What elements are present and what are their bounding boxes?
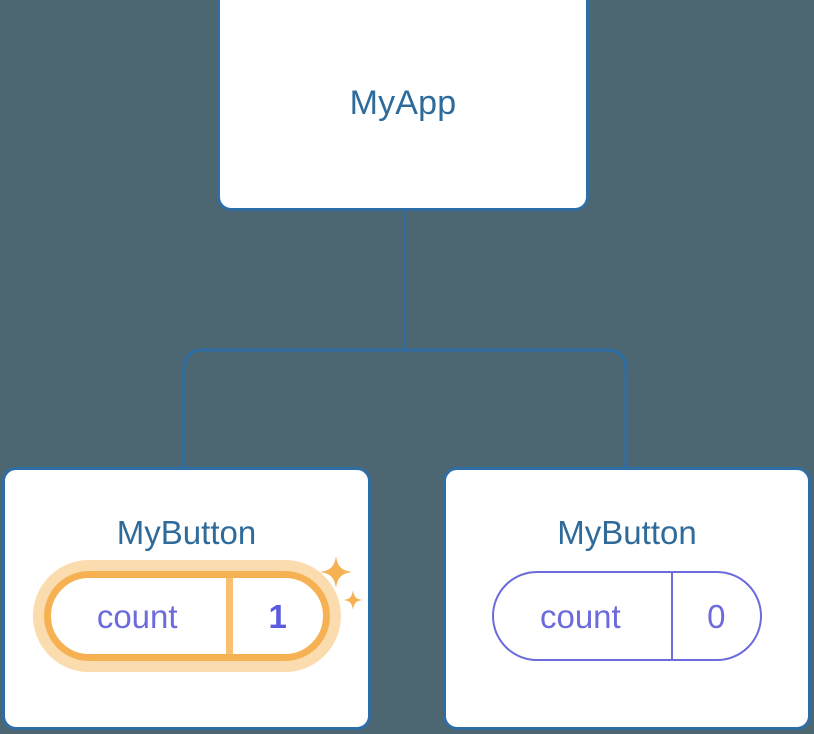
- edge-branch-to-left-child: [182, 348, 405, 470]
- edge-branch-to-right-child: [404, 348, 628, 470]
- node-mybutton-right[interactable]: MyButton count 0: [443, 467, 811, 730]
- node-mybutton-left[interactable]: MyButton count 1: [2, 467, 371, 730]
- node-myapp-label: MyApp: [349, 83, 457, 122]
- state-pill-left[interactable]: count 1: [43, 571, 330, 661]
- state-pill-right-wrapper: count 0: [492, 571, 762, 661]
- state-value-left: 1: [268, 597, 287, 635]
- state-pill-left-wrapper: count 1: [32, 560, 341, 672]
- state-pill-right[interactable]: count 0: [492, 571, 762, 661]
- node-myapp[interactable]: MyApp: [217, 0, 589, 211]
- state-key-left: count: [51, 578, 233, 654]
- node-mybutton-right-label: MyButton: [557, 514, 697, 551]
- state-key-right: count: [494, 573, 673, 659]
- state-value-right: 0: [707, 597, 726, 635]
- node-mybutton-left-label: MyButton: [116, 514, 257, 551]
